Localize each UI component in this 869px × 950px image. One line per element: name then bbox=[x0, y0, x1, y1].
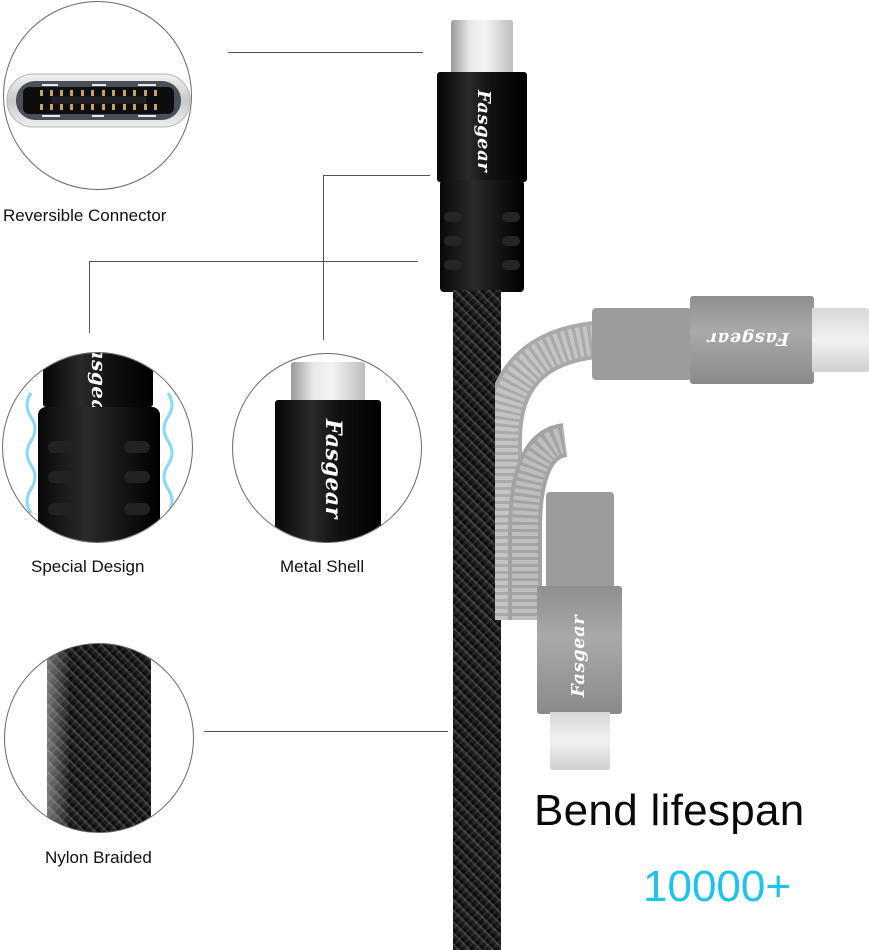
leader-line-reversible-connector bbox=[228, 52, 423, 53]
braid-highlight bbox=[47, 644, 69, 832]
grip-ridge bbox=[502, 260, 520, 270]
usb-c-port-icon bbox=[6, 73, 191, 128]
leader-line-special-design-v bbox=[89, 261, 90, 333]
grip-ridge bbox=[444, 260, 462, 270]
main-connector-shell bbox=[437, 72, 527, 182]
reversible-connector-inset bbox=[3, 1, 192, 190]
connector-shell bbox=[43, 353, 153, 407]
grey-vertical-brand-logo: Fasgear bbox=[568, 614, 589, 697]
leader-line-metal-shell-h bbox=[323, 175, 430, 176]
callout-label-nylon-braided: Nylon Braided bbox=[45, 848, 152, 867]
main-usb-c-plug-tip bbox=[451, 20, 513, 74]
grip-ridge bbox=[124, 441, 150, 453]
grip-ridge bbox=[48, 441, 74, 453]
leader-line-special-design-h bbox=[89, 261, 418, 262]
grip-ridge bbox=[124, 471, 150, 483]
usb-c-plug-tip bbox=[291, 362, 365, 402]
callout-label-metal-shell: Metal Shell bbox=[280, 557, 365, 576]
main-brand-logo: Fasgear bbox=[473, 90, 494, 173]
flex-wave-icon bbox=[25, 392, 174, 514]
main-braided-cable bbox=[453, 290, 501, 950]
grip-ridge bbox=[444, 236, 462, 246]
grip-ridge bbox=[444, 212, 462, 222]
nylon-braided-inset bbox=[4, 643, 194, 833]
bend-lifespan-count: 10000+ bbox=[643, 862, 792, 911]
bent-cable-path bbox=[495, 321, 598, 620]
grey-horizontal-brand-logo: Fasgear bbox=[707, 328, 790, 349]
grey-horizontal-plug-tip bbox=[812, 308, 869, 372]
grey-vertical-boot bbox=[546, 492, 614, 590]
grey-horizontal-shell bbox=[690, 296, 814, 384]
callout-label-reversible-connector: Reversible Connector bbox=[3, 206, 167, 225]
grey-vertical-shell bbox=[537, 586, 622, 714]
grip-ridge bbox=[48, 471, 74, 483]
grip-ridge bbox=[48, 503, 74, 515]
grey-horizontal-boot bbox=[592, 308, 692, 380]
bend-lifespan-title: Bend lifespan bbox=[534, 786, 805, 835]
metal-shell-housing bbox=[275, 400, 381, 542]
grey-vertical-plug-tip bbox=[550, 712, 610, 770]
leader-line-metal-shell-v bbox=[323, 175, 324, 340]
grip-ridge bbox=[502, 236, 520, 246]
metal-shell-inset: Fasgear bbox=[232, 353, 422, 543]
grip-ridge bbox=[124, 503, 150, 515]
leader-line-nylon-braided bbox=[204, 731, 448, 732]
grip-ridge bbox=[502, 212, 520, 222]
callout-label-special-design: Special Design bbox=[31, 557, 145, 576]
brand-logo: Fasgear bbox=[320, 419, 346, 519]
special-design-inset: Fasgear bbox=[2, 352, 193, 543]
